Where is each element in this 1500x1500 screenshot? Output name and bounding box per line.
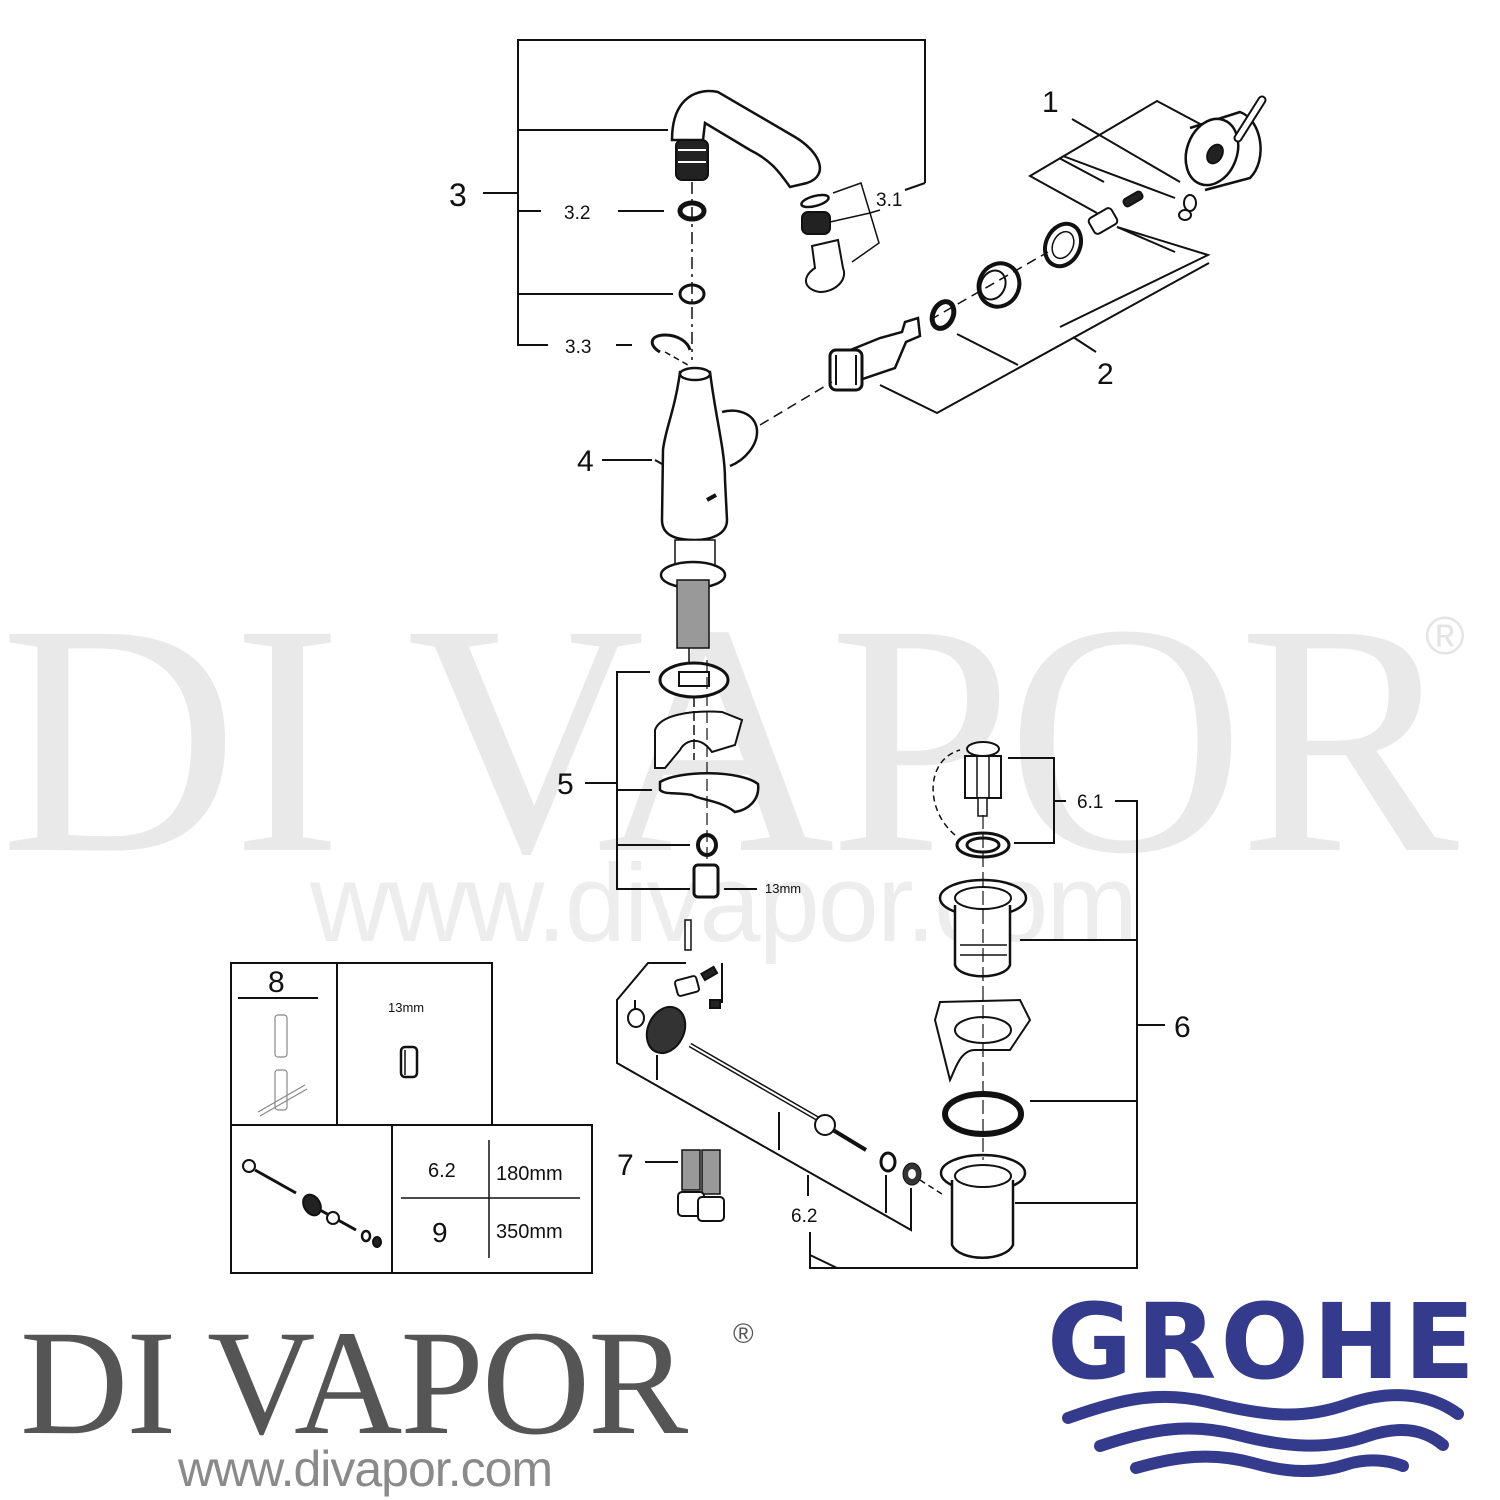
rod-thumbnail-icon bbox=[242, 1159, 382, 1248]
label-part-3-2: 3.2 bbox=[564, 203, 590, 224]
inset-rod-length-table bbox=[230, 1124, 593, 1274]
part-1-bracket bbox=[1027, 99, 1211, 328]
label-part-3-1: 3.1 bbox=[876, 190, 902, 211]
table-row-1-part: 6.2 bbox=[428, 1160, 456, 1182]
grohe-logo: GROHE bbox=[1038, 1290, 1488, 1490]
grohe-logo-text: GROHE bbox=[1047, 1281, 1479, 1403]
spout-ring-icon bbox=[678, 283, 706, 305]
label-part-7: 7 bbox=[617, 1149, 634, 1182]
part-2-bracket bbox=[879, 226, 1210, 415]
flexible-hoses-icon bbox=[659, 539, 727, 665]
label-part-5-nut-size: 13mm bbox=[765, 881, 801, 896]
cartridge-parts-icon bbox=[759, 221, 1083, 426]
label-part-3-3: 3.3 bbox=[565, 337, 591, 358]
label-part-4: 4 bbox=[577, 445, 594, 478]
label-part-6-1: 6.1 bbox=[1077, 792, 1103, 813]
part-6-2-bracket bbox=[616, 962, 912, 1269]
label-part-6: 6 bbox=[1174, 1011, 1191, 1044]
divapor-url: www.divapor.com bbox=[178, 1441, 553, 1497]
label-part-8: 8 bbox=[268, 966, 285, 999]
label-part-5: 5 bbox=[557, 768, 574, 801]
part-6-bracket bbox=[809, 757, 1165, 1269]
part-3-bracket bbox=[483, 39, 926, 346]
divapor-registered-mark: ® bbox=[733, 1318, 754, 1349]
lever-handle-icon bbox=[1087, 95, 1267, 235]
table-row-2-part: 9 bbox=[432, 1217, 448, 1248]
part-5-bracket bbox=[585, 671, 757, 890]
label-part-3: 3 bbox=[449, 177, 467, 213]
label-part-1: 1 bbox=[1042, 86, 1059, 119]
tap-body-icon bbox=[654, 366, 759, 542]
label-part-2: 2 bbox=[1097, 358, 1114, 391]
pop-up-rod-icon bbox=[627, 919, 946, 1197]
divapor-logo-text: DI VAPOR bbox=[20, 1300, 688, 1466]
label-part-6-2: 6.2 bbox=[791, 1206, 817, 1227]
fixing-kit-icon bbox=[654, 660, 760, 899]
label-tool-nut-size: 13mm bbox=[388, 1000, 424, 1015]
spout-icon bbox=[670, 89, 821, 360]
pop-up-waste-icon bbox=[932, 741, 1032, 1259]
table-row-2-length: 350mm bbox=[496, 1221, 563, 1243]
o-ring-3-2-icon bbox=[677, 200, 707, 222]
grohe-waves-icon bbox=[1062, 1389, 1464, 1477]
aerator-3-1-icon bbox=[800, 182, 881, 294]
supply-hoses-icon bbox=[677, 1149, 725, 1222]
clip-3-3-icon bbox=[650, 333, 692, 354]
table-row-1-length: 180mm bbox=[496, 1163, 563, 1185]
